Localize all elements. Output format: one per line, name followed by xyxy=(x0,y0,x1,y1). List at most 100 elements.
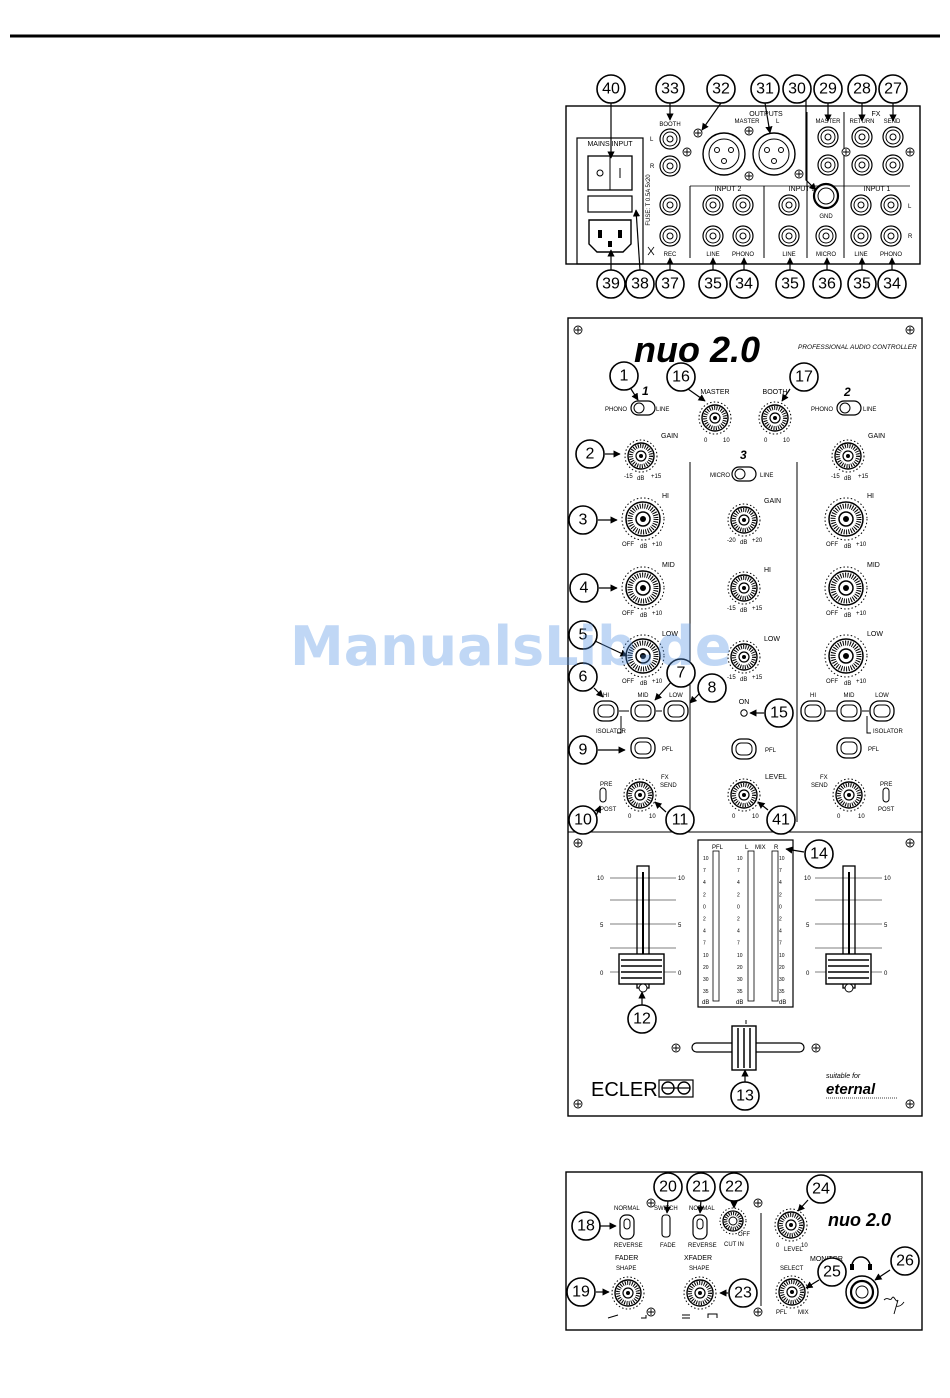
ch3-hi-max: +15 xyxy=(752,606,763,612)
ch1-low-max: +10 xyxy=(652,679,663,685)
ch2-send-label: SEND xyxy=(811,783,828,789)
in1-phono-r[interactable] xyxy=(880,225,902,247)
ch1-isolator-hi-button[interactable] xyxy=(593,700,619,722)
rec-r-jack[interactable] xyxy=(659,225,681,247)
monitor-mix-label: MIX xyxy=(798,1310,809,1316)
in3-line-label: LINE xyxy=(782,252,795,258)
meter-scale-label: 2 xyxy=(703,917,706,923)
meter-scale-label: 2 xyxy=(779,917,782,923)
callout-5: 5 xyxy=(568,620,598,650)
xlr-master-r[interactable] xyxy=(702,132,746,176)
headphone-jack[interactable] xyxy=(845,1275,879,1309)
ch2-hi-label: HI xyxy=(867,493,874,500)
ch2-isolator-hi-button[interactable] xyxy=(800,700,826,722)
svg-text:31: 31 xyxy=(756,81,774,98)
in3-line-l[interactable] xyxy=(778,194,800,216)
xlr-master-l[interactable] xyxy=(752,132,796,176)
crossfader[interactable] xyxy=(691,1025,805,1071)
fader-reverse-switch[interactable] xyxy=(619,1214,635,1240)
svg-text:3: 3 xyxy=(579,512,588,529)
svg-text:28: 28 xyxy=(853,81,871,98)
meter-db-mid: dB xyxy=(736,1000,743,1006)
ch3-on-led xyxy=(740,709,748,717)
ch3-on-label: ON xyxy=(739,699,750,706)
meter-scale-label: 35 xyxy=(737,989,743,995)
signature-mark xyxy=(883,1296,905,1315)
ch3-low-min: -15 xyxy=(727,675,736,681)
ch1-fader-max-right: 10 xyxy=(678,876,685,882)
in1-line-r[interactable] xyxy=(850,225,872,247)
rec-l-jack[interactable] xyxy=(659,194,681,216)
fx-send-l[interactable] xyxy=(882,126,904,148)
gnd-terminal[interactable] xyxy=(812,182,840,210)
ch1-fader-min-right: 0 xyxy=(678,971,682,977)
ch1-isolator-mid-button[interactable] xyxy=(630,700,656,722)
callout-14: 14 xyxy=(804,839,834,869)
meter-scale-label: 30 xyxy=(779,977,785,983)
ecler-brand: ECLER xyxy=(591,1079,658,1101)
svg-text:6: 6 xyxy=(579,669,588,686)
svg-text:39: 39 xyxy=(602,276,620,293)
xfader-reverse-switch[interactable] xyxy=(692,1214,708,1240)
iec-socket[interactable] xyxy=(588,219,632,253)
ch2-phono-label: PHONO xyxy=(811,407,833,413)
in2-line-r[interactable] xyxy=(702,225,724,247)
ch1-pfl-button[interactable] xyxy=(630,737,656,759)
in1-phono-l[interactable] xyxy=(880,194,902,216)
ch2-iso-hi-label: HI xyxy=(810,693,816,699)
fx-send-r[interactable] xyxy=(882,154,904,176)
svg-text:35: 35 xyxy=(781,276,799,293)
callout-4: 4 xyxy=(569,573,599,603)
ch3-pfl-button[interactable] xyxy=(731,738,757,760)
in1-line-l[interactable] xyxy=(850,194,872,216)
ch2-isolator-mid-button[interactable] xyxy=(836,700,862,722)
svg-text:12: 12 xyxy=(633,1011,651,1028)
xfader-fade-label: FADE xyxy=(660,1243,676,1249)
svg-text:21: 21 xyxy=(692,1179,710,1196)
ch1-iso-low-label: LOW xyxy=(669,693,683,699)
ch1-fader[interactable] xyxy=(610,865,676,993)
fuse-holder[interactable] xyxy=(587,195,633,213)
ch1-fader-min-left: 0 xyxy=(600,971,604,977)
ch1-pre-post-switch[interactable] xyxy=(599,787,607,803)
meter-pfl-label: PFL xyxy=(712,845,724,851)
svg-text:24: 24 xyxy=(812,1181,830,1198)
ch1-isolator-low-button[interactable] xyxy=(663,700,689,722)
in2-line-l[interactable] xyxy=(702,194,724,216)
booth-l-jack[interactable] xyxy=(659,128,681,150)
xfader-switch-fade-toggle[interactable] xyxy=(661,1214,671,1238)
ch1-phono-line-switch[interactable] xyxy=(630,400,656,416)
booth-r-jack[interactable] xyxy=(659,155,681,177)
ch3-micro-line-switch[interactable] xyxy=(731,466,757,482)
ch2-phono-line-switch[interactable] xyxy=(836,400,862,416)
ch1-phono-label: PHONO xyxy=(605,407,627,413)
master-rca-l[interactable] xyxy=(817,126,839,148)
in3-line-r[interactable] xyxy=(778,225,800,247)
master-rca-r[interactable] xyxy=(817,154,839,176)
booth-r-label: R xyxy=(650,164,655,170)
meter-scale-label: 4 xyxy=(737,929,740,935)
ch1-iso-hi-label: HI xyxy=(603,693,609,699)
in2-phono-l[interactable] xyxy=(732,194,754,216)
eternal-logo: eternal xyxy=(826,1081,876,1098)
svg-text:10: 10 xyxy=(574,812,592,829)
fx-return-l[interactable] xyxy=(851,126,873,148)
callout-23: 23 xyxy=(728,1278,758,1308)
ch2-fader-max-left: 10 xyxy=(804,876,811,882)
in3-micro-jack[interactable] xyxy=(815,225,837,247)
ch1-fader-mid-right: 5 xyxy=(678,923,682,929)
ch2-isolator-low-button[interactable] xyxy=(869,700,895,722)
callout-6: 6 xyxy=(568,662,598,692)
ch2-pre-post-switch[interactable] xyxy=(882,787,890,803)
callout-31: 31 xyxy=(750,74,780,104)
ch3-gain-label: GAIN xyxy=(764,498,781,505)
ch2-fader[interactable] xyxy=(815,865,882,993)
in3-micro-label: MICRO xyxy=(816,252,836,258)
svg-text:29: 29 xyxy=(819,81,837,98)
ch3-hi-db: dB xyxy=(740,608,747,614)
fx-return-r[interactable] xyxy=(851,154,873,176)
ch1-low-off: OFF xyxy=(622,679,634,685)
ch1-post-label: POST xyxy=(600,807,617,813)
in2-phono-r[interactable] xyxy=(732,225,754,247)
ch2-pfl-button[interactable] xyxy=(836,737,862,759)
